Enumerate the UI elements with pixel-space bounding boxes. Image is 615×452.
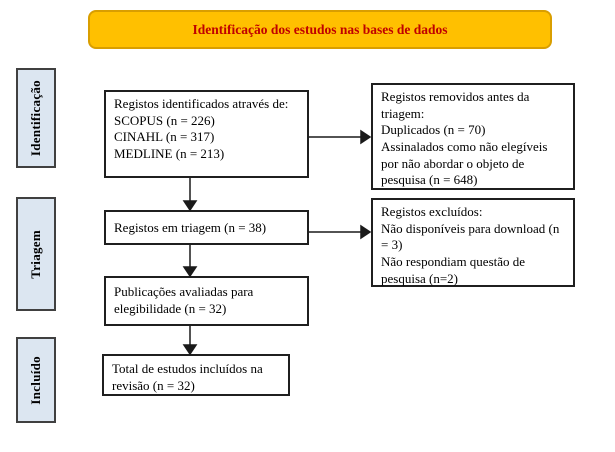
records-identified-medline: MEDLINE (n = 213) [114,145,225,161]
arrowhead-identified-to-screening [182,200,198,212]
box-records-screened: Registos em triagem (n = 38) [104,210,309,245]
records-excluded-heading: Registos excluídos: [381,204,483,219]
arrowhead-screening-to-excluded [360,224,372,240]
stage-incluido-label: Incluído [28,355,43,405]
box-studies-included: Total de estudos incluídos na revisão (n… [102,354,290,396]
title-banner: Identificação dos estudos nas bases de d… [88,10,552,49]
records-excluded-download: Não disponíveis para download (n = 3) [381,220,560,253]
records-identified-heading: Registos identificados através de: [114,96,289,111]
stage-identificacao: Identificação [16,68,56,168]
box-records-identified: Registos identificados através de: SCOPU… [104,90,309,178]
records-identified-scopus: SCOPUS (n = 226) [114,112,215,128]
stage-triagem: Triagem [16,197,56,311]
records-screened-label: Registos em triagem (n = 38) [114,220,267,236]
arrowhead-identified-to-removed [360,129,372,145]
records-removed-ineligible: Assinalados como não elegíveis por não a… [381,138,548,188]
diagram-title: Identificação dos estudos nas bases de d… [192,21,448,37]
records-removed-duplicates: Duplicados (n = 70) [381,122,486,138]
arrowhead-eligibility-to-included [182,344,198,356]
stage-triagem-label: Triagem [28,229,43,279]
records-identified-cinahl: CINAHL (n = 317) [114,129,215,145]
stage-incluido: Incluído [16,337,56,423]
box-publications-assessed: Publicações avaliadas para elegibilidade… [104,276,309,326]
box-records-excluded: Registos excluídos: Não disponíveis para… [371,198,575,287]
box-records-removed: Registos removidos antes da triagem: Dup… [371,83,575,190]
stage-identificacao-label: Identificação [28,79,43,157]
records-excluded-question: Não respondiam questão de pesquisa (n=2) [381,253,526,286]
publications-assessed-label: Publicações avaliadas para elegibilidade… [114,284,254,316]
records-removed-heading: Registos removidos antes da triagem: [381,89,530,121]
studies-included-label: Total de estudos incluídos na revisão (n… [112,361,263,393]
arrowhead-screening-to-eligibility [182,266,198,278]
